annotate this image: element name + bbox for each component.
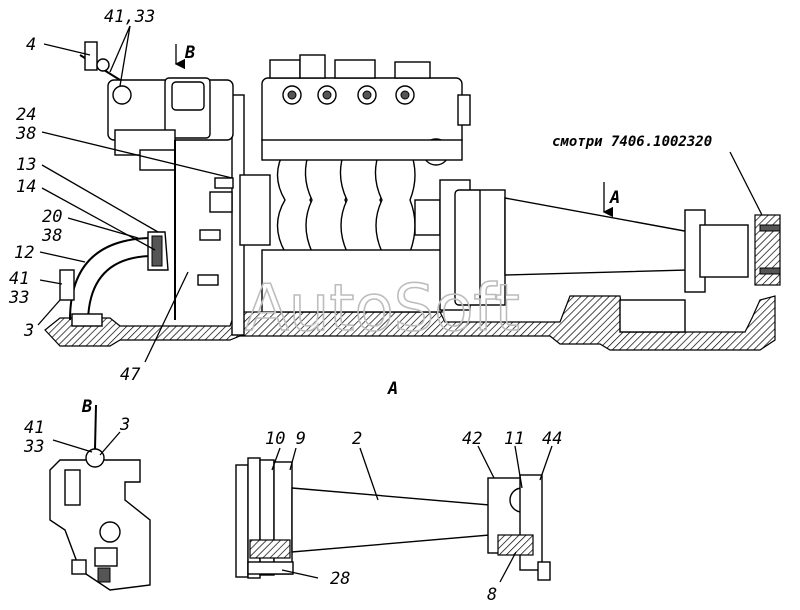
view-b-knob [85,448,105,468]
banjo-fitting [59,269,75,301]
label-8: 8 [487,585,497,605]
label-3-b: 3 [119,415,130,435]
view-a-hatch-left [249,539,291,559]
label-41-b: 41 [24,418,44,438]
watermark: AutoSoft [245,272,520,346]
view-a-flange [519,474,543,571]
labels: 41,33 4 B 24 38 13 14 20 38 12 41 33 3 4… [8,7,712,605]
view-a-disc [235,464,249,578]
pipe-clamp-band [151,235,163,267]
view-a-bolt-28 [247,561,294,575]
label-20: 20 [42,207,62,227]
leader-lines-main [37,25,763,363]
label-33-a: 33 [8,288,29,308]
label-12: 12 [14,243,34,263]
view-b-bolt-1 [99,521,121,543]
label-11: 11 [504,429,524,449]
coupling-hub [479,189,506,306]
label-47: 47 [120,365,141,385]
fuel-pipe-inner [87,255,151,321]
label-b-view: B [81,397,92,417]
label-b-top: B [184,43,195,63]
view-b-lever [94,404,97,450]
valve-top-1 [269,59,301,79]
label-28: 28 [330,569,350,589]
label-a-view: A [387,379,398,399]
fuel-pipe-outer [69,237,151,321]
main-assembly-view [44,41,781,351]
plate-bolts [197,177,234,286]
label-2: 2 [352,429,362,449]
view-b-detail [49,404,151,591]
lever-bolt [96,58,110,72]
label-a-arrow: A [609,188,620,208]
label-41-a: 41 [9,269,29,289]
pump-rear-boss [414,199,441,236]
pump-front-boss [239,174,271,246]
label-42: 42 [462,429,482,449]
label-44: 44 [542,429,562,449]
valve-top-2 [299,54,326,79]
rear-hub [699,224,749,278]
pump-lower-body [261,249,443,313]
pump-side-cap [457,94,471,126]
label-10-9: 10 9 [265,429,306,449]
lever-knob [84,41,98,71]
label-13: 13 [16,155,36,175]
view-a-hatch-right [497,534,534,556]
pump-plunger-housings [276,149,416,253]
label-33-b: 33 [23,437,44,457]
pump-fittings [282,85,415,105]
reference-note: смотри 7406.1002320 [552,134,712,150]
view-a-shaft [291,487,491,553]
label-41-33-top: 41,33 [104,7,155,27]
valve-top-4 [394,61,431,79]
drive-shaft [504,197,691,276]
view-b-boss [64,469,81,506]
governor-cap [171,81,205,111]
label-4: 4 [26,35,36,55]
frame-pocket [619,299,686,333]
label-24: 24 [16,105,36,125]
view-b-bolt-2 [94,547,118,567]
lever-hub [112,85,132,105]
label-3-a: 3 [23,321,34,341]
label-38-b: 38 [41,226,62,246]
view-a-detail [235,445,553,583]
valve-top-3 [334,59,376,79]
pump-mid-body [261,139,463,161]
pipe-bracket [71,313,103,327]
label-14: 14 [16,177,36,197]
label-38-a: 38 [15,124,36,144]
view-b-bolt-3 [71,559,87,575]
